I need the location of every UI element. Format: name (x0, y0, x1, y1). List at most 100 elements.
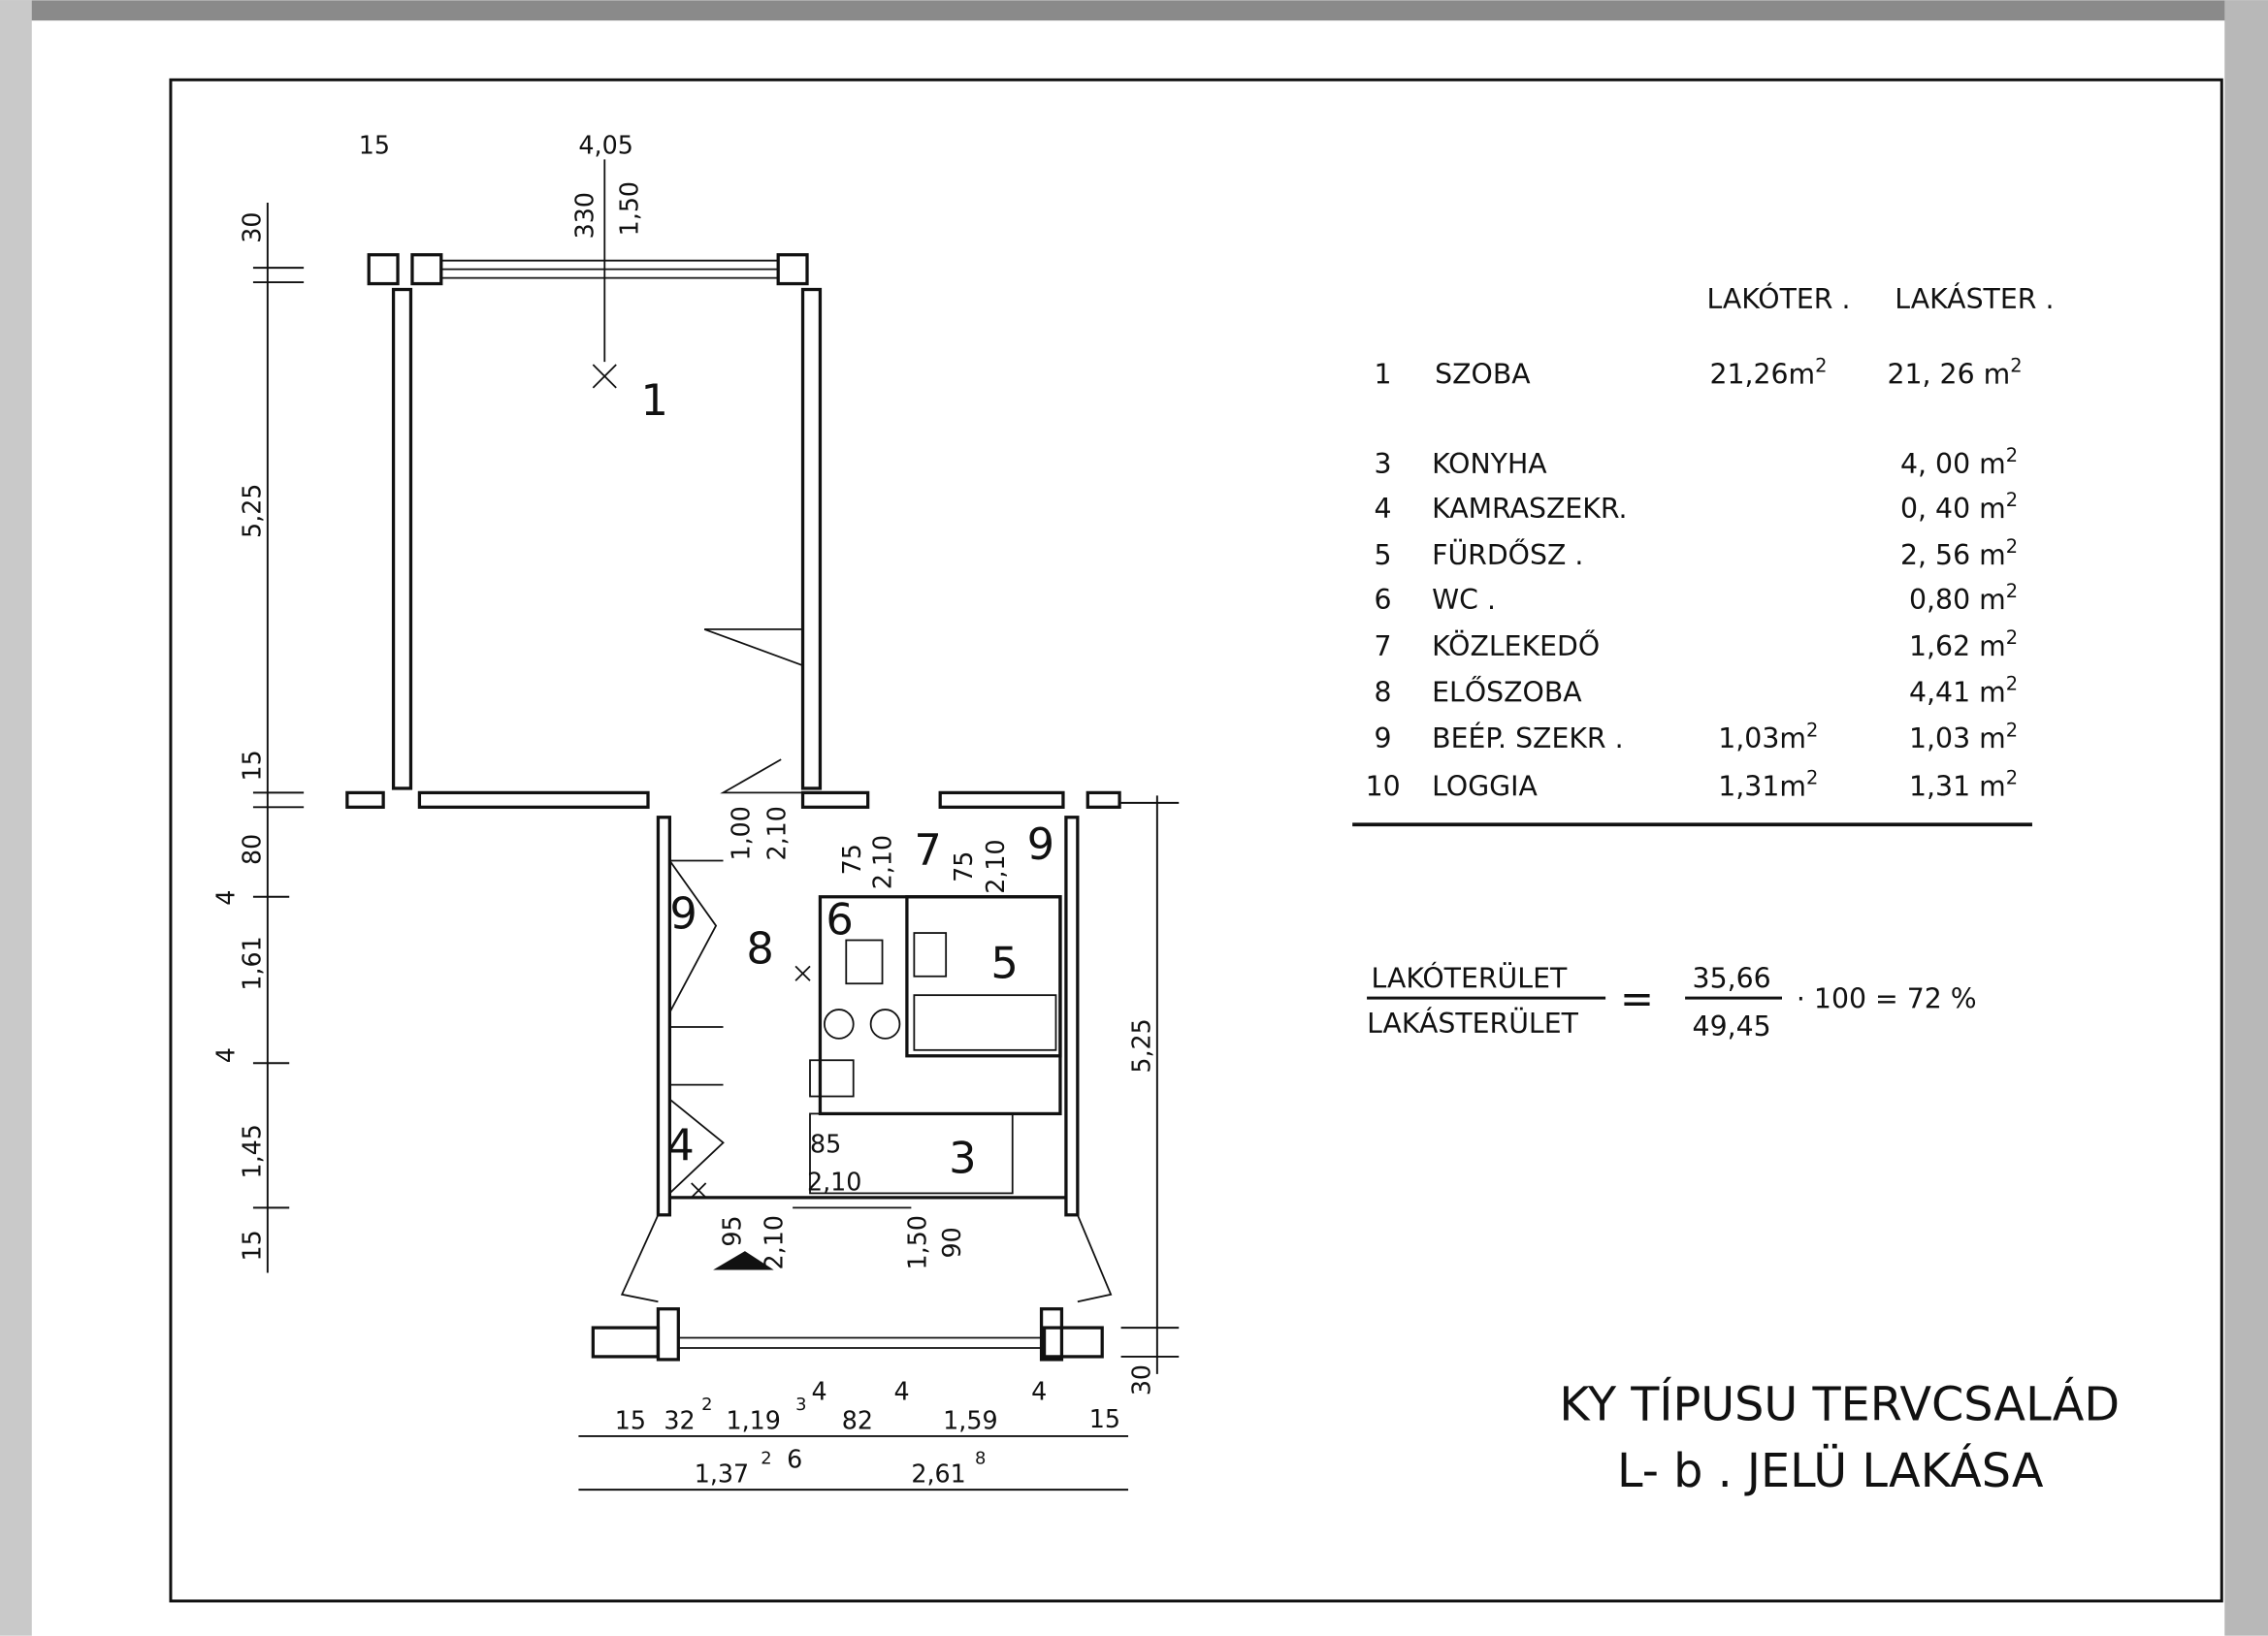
room-number: 9 (1027, 818, 1054, 870)
dim-label: 4 (1031, 1377, 1047, 1406)
dim-label: 5,25 (237, 484, 266, 538)
table-row: 5 FÜRDŐSZ . 2, 56 m2 (1375, 535, 2019, 571)
value: KONYHA (1432, 448, 1547, 480)
room-number: 7 (914, 824, 941, 876)
dim-label: 90 (937, 1227, 966, 1258)
table-row: 1 SZOBA 21,26m2 21, 26 m2 (1375, 355, 2023, 391)
value: 1,03 m (1909, 722, 2006, 754)
dim-label: 75 (837, 844, 866, 875)
dim-label: 2 (701, 1395, 712, 1415)
dim-label: 15 (615, 1405, 646, 1434)
row-lakaster: 0,80 m2 (1909, 580, 2018, 616)
exponent: 2 (2006, 580, 2018, 602)
area-ratio-formula: LAKÓTERÜLET LAKÁSTERÜLET = 35,66 49,45 ·… (1367, 962, 1977, 1043)
dim-label: 6 (787, 1445, 802, 1474)
exponent: 2 (2006, 489, 2018, 511)
exponent: 2 (1806, 719, 1818, 741)
row-name: KAMRASZEKR. (1432, 493, 1627, 525)
row-lakoter: 21,26m2 (1709, 355, 1827, 391)
value: FÜRDŐSZ . (1432, 538, 1583, 571)
dim-label: 30 (1126, 1364, 1155, 1395)
dim-label: 95 (717, 1215, 746, 1246)
dim-label: 1,59 (943, 1405, 997, 1434)
value: 4,41 m (1909, 676, 2006, 708)
header-lakoter: LAKÓTER . (1706, 282, 1850, 315)
table-row: 4 KAMRASZEKR. 0, 40 m2 (1375, 489, 2019, 525)
value: KAMRASZEKR. (1432, 493, 1627, 525)
row-name: SZOBA (1435, 358, 1531, 390)
row-name: KÖZLEKEDŐ (1432, 629, 1600, 662)
dim-label: 8 (975, 1448, 986, 1468)
dim-label: 15 (359, 130, 390, 159)
scan-right-edge (2224, 0, 2268, 1636)
row-lakoter: 1,31m2 (1718, 766, 1818, 802)
dimension-labels: 15 4,05 330 1,50 30 5,25 15 80 4 1,61 4 … (211, 130, 1156, 1488)
dim-label: 32 (664, 1405, 695, 1434)
row-lakaster: 1,31 m2 (1909, 766, 2018, 802)
value: 1,03m (1718, 722, 1806, 754)
header-lakaster: LAKÁSTER . (1895, 282, 2054, 315)
dim-label: 1,19 (727, 1405, 781, 1434)
dim-label: 15 (1089, 1404, 1120, 1433)
value: KÖZLEKEDŐ (1432, 629, 1600, 662)
dim-label: 2,61 (911, 1460, 965, 1489)
room-1-walls (345, 159, 1121, 809)
row-lakaster: 4, 00 m2 (1900, 444, 2018, 480)
row-name: KONYHA (1432, 448, 1547, 480)
scan-left-edge (0, 0, 32, 1636)
room-number: 3 (949, 1133, 976, 1184)
row-num: 4 (1375, 493, 1392, 525)
dim-label: 4 (893, 1377, 909, 1406)
row-lakaster: 4,41 m2 (1909, 673, 2018, 709)
numerator-value: 35,66 (1693, 963, 1771, 995)
exponent: 2 (1815, 355, 1827, 377)
value: 6 (1375, 584, 1392, 616)
dim-label: 2 (761, 1448, 771, 1468)
table-row: 10 LOGGIA 1,31m2 1,31 m2 (1366, 766, 2018, 802)
exponent: 2 (2006, 766, 2018, 788)
dim-label: 4,05 (578, 130, 632, 159)
dim-label: 82 (842, 1405, 873, 1434)
dim-label: 2,10 (762, 806, 792, 860)
dim-label: 5,25 (1126, 1018, 1155, 1073)
value: 21,26m (1709, 358, 1815, 390)
dim-label: 4 (811, 1377, 826, 1406)
row-num: 10 (1366, 770, 1401, 802)
row-name: LOGGIA (1432, 770, 1538, 802)
room-number: 9 (669, 888, 697, 940)
dim-label: 1,50 (615, 181, 644, 236)
equals-sign: = (1620, 975, 1654, 1022)
room-number: 6 (826, 894, 853, 946)
row-lakaster: 2, 56 m2 (1900, 535, 2018, 571)
row-name: FÜRDŐSZ . (1432, 538, 1583, 571)
exponent: 2 (2006, 626, 2018, 649)
value: 3 (1375, 448, 1392, 480)
value: 8 (1375, 676, 1392, 708)
dim-label: 15 (237, 1230, 266, 1261)
dim-label: 3 (795, 1395, 806, 1415)
value: 5 (1375, 539, 1392, 571)
row-lakoter: 1,03m2 (1718, 719, 1818, 754)
row-num: 8 (1375, 676, 1392, 708)
value: 1,62 m (1909, 630, 2006, 662)
dim-label: 1,61 (237, 936, 266, 990)
row-num: 6 (1375, 584, 1392, 616)
row-lakaster: 21, 26 m2 (1887, 355, 2022, 391)
scan-top-edge (0, 0, 2268, 21)
dim-label: 1,37 (695, 1460, 749, 1489)
exponent: 2 (2006, 673, 2018, 695)
room-number: 5 (990, 937, 1018, 988)
dim-label: 4 (211, 890, 241, 906)
row-num: 3 (1375, 448, 1392, 480)
value: 1,31 m (1909, 770, 2006, 802)
dim-label: 2,10 (760, 1215, 789, 1269)
dim-label: 2,10 (981, 839, 1010, 893)
numerator-label: LAKÓTERÜLET (1372, 962, 1568, 995)
value: 0, 40 m (1900, 493, 2006, 525)
dim-label: 330 (569, 192, 599, 239)
room-number: 1 (641, 374, 668, 426)
dim-label: 80 (237, 834, 266, 865)
